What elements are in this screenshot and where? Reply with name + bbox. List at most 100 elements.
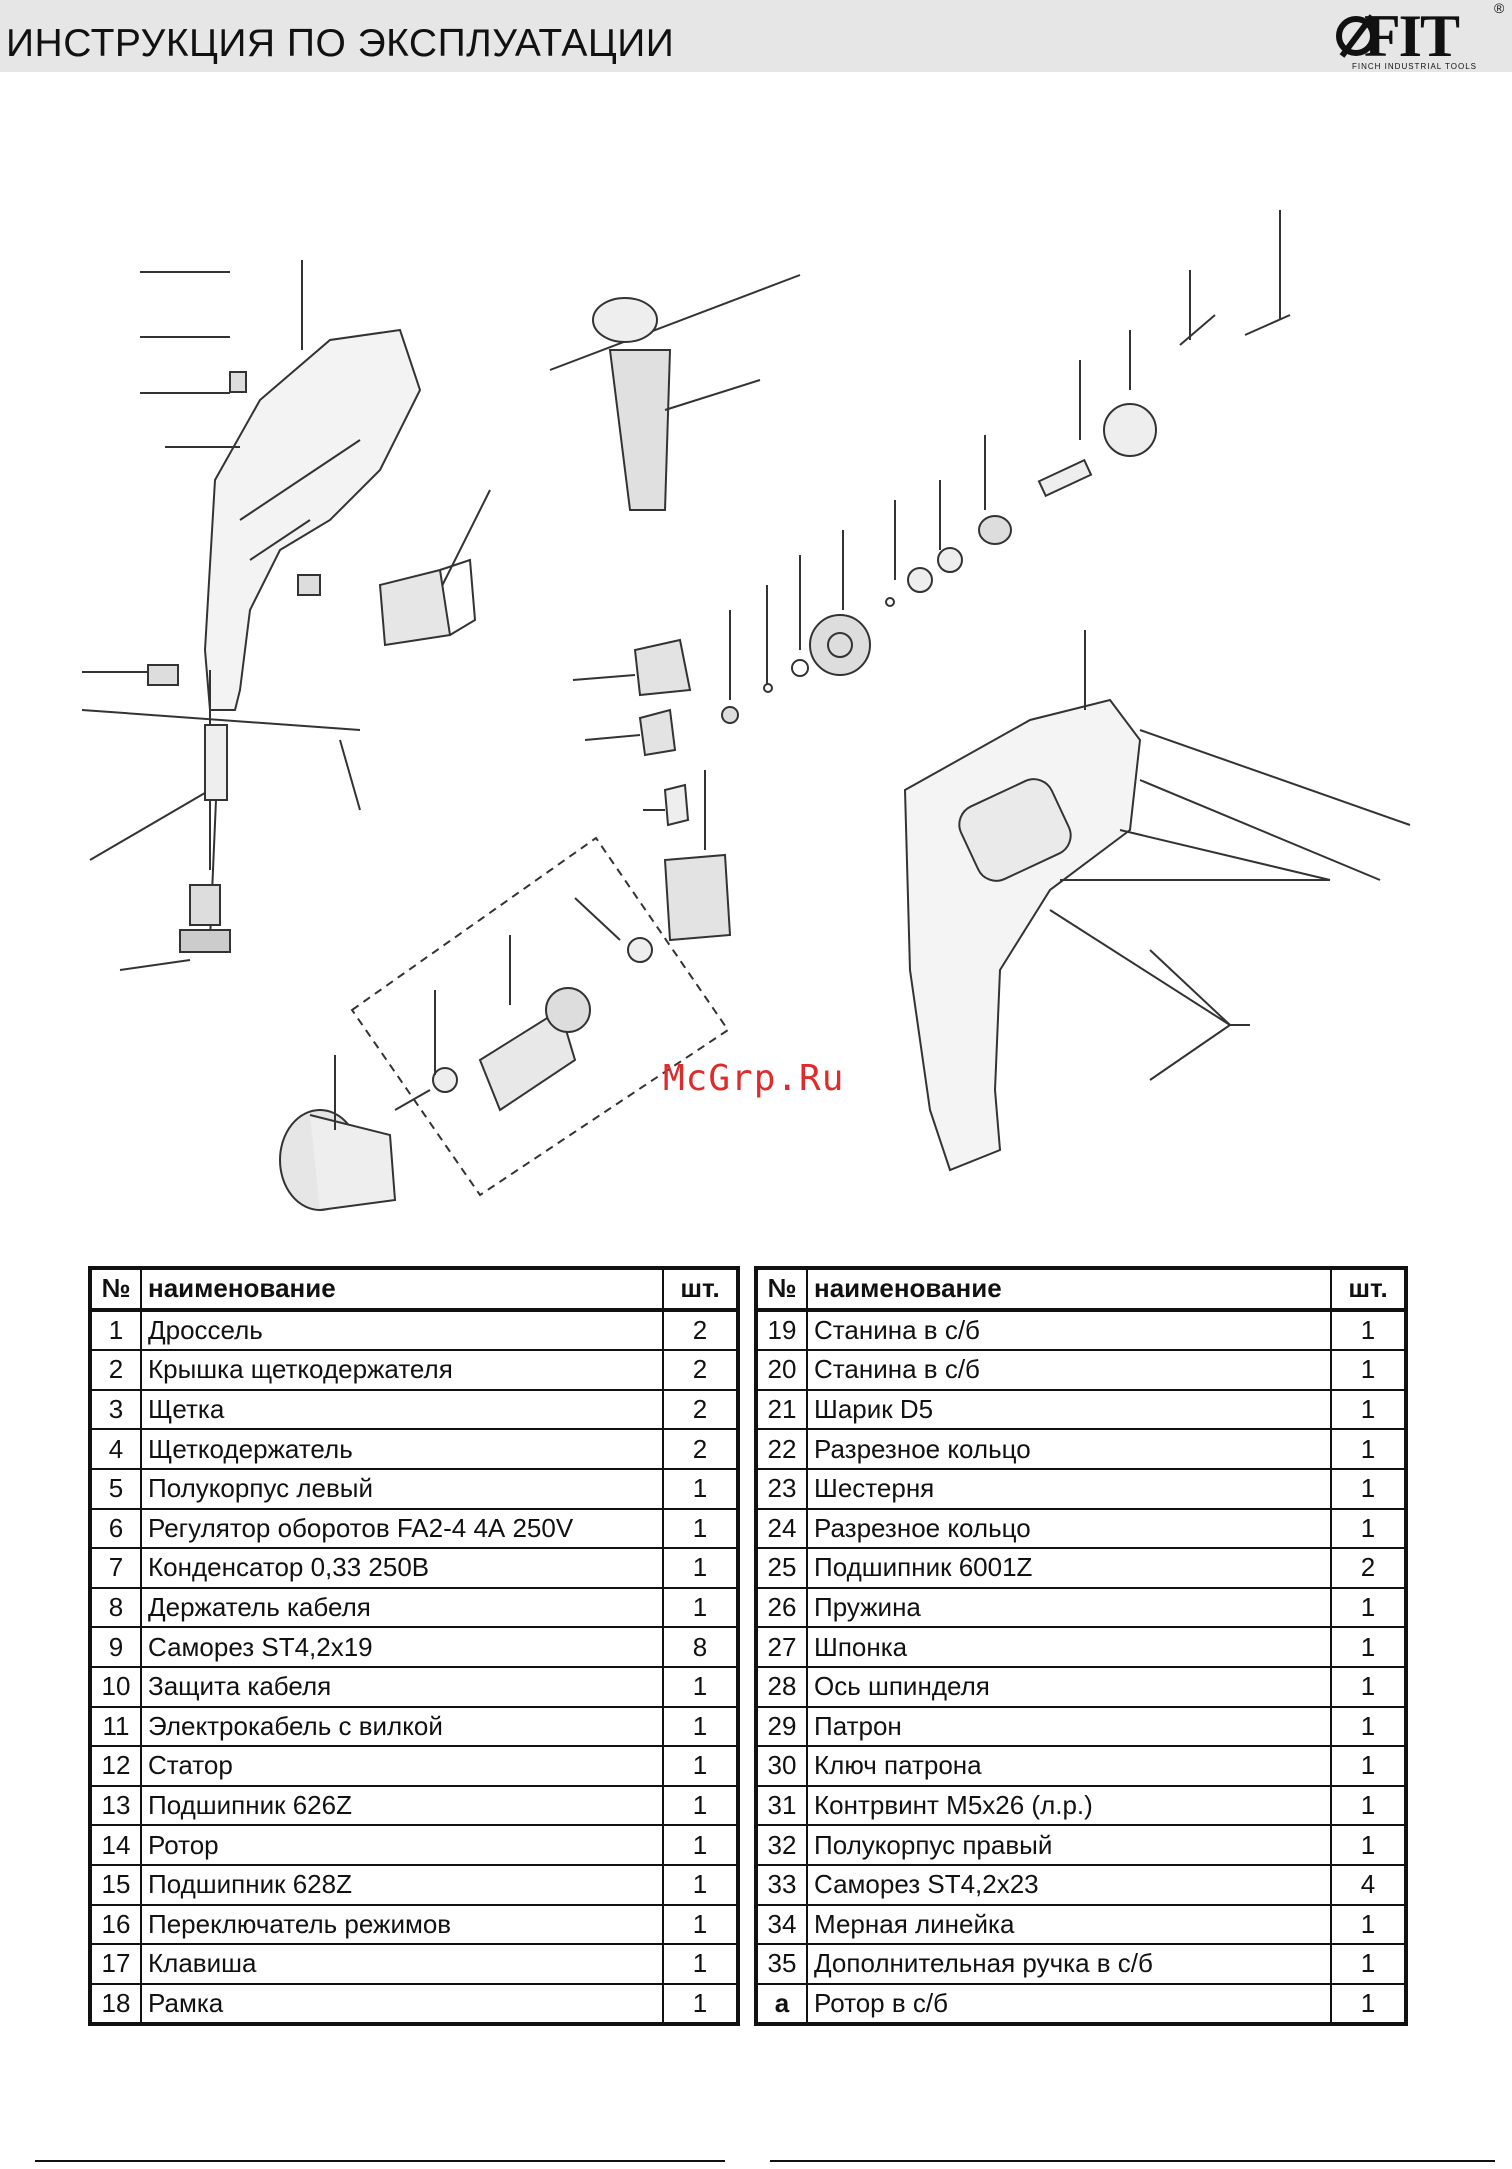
exploded-parts-diagram [81,210,1411,1211]
cell-name: Шарик D5 [806,1388,1332,1431]
cell-name: Разрезное кольцо [806,1507,1332,1550]
cell-num: 19 [755,1308,808,1352]
cell-name: Клавиша [140,1943,664,1985]
cell-name: Саморез ST4,2x23 [806,1863,1332,1906]
cell-name: Крышка щеткодержателя [140,1349,664,1391]
cell-num: 21 [755,1388,808,1431]
cell-name: Полукорпус левый [140,1467,664,1510]
logo-brand: FIT [1364,3,1460,69]
cell-name: Регулятор оборотов FA2-4 4А 250V [140,1507,664,1550]
cell-qty: 1 [1330,1824,1407,1866]
logo-registered: ® [1494,0,1505,16]
cell-name: Подшипник 6001Z [806,1547,1332,1589]
cell-qty: 2 [662,1388,739,1431]
cell-name: Разрезное кольцо [806,1428,1332,1470]
right-housing-drawing [903,698,1142,1172]
fit-logo: FIT ® FINCH INDUSTRIAL TOOLS [1336,0,1506,72]
cell-qty: 1 [1330,1428,1407,1470]
cell-qty: 1 [1330,1705,1407,1748]
cell-num: 4 [89,1428,142,1470]
table-header-row: № наименование шт. [755,1267,1407,1312]
cell-qty: 1 [662,1467,739,1510]
logo-tagline: FINCH INDUSTRIAL TOOLS [1352,62,1477,71]
cell-num: 31 [755,1784,808,1827]
cell-num: 32 [755,1824,808,1866]
cell-qty: 1 [662,1784,739,1827]
cell-name: Шпонка [806,1626,1332,1668]
logo-mark-icon [1336,14,1376,58]
cell-num: 7 [89,1547,142,1589]
cell-qty: 1 [1330,1665,1407,1708]
cell-name: Пружина [806,1586,1332,1629]
cell-name: Подшипник 626Z [140,1784,664,1827]
cell-qty: 1 [662,1665,739,1708]
cell-num: 2 [89,1349,142,1391]
cell-name: Щетка [140,1388,664,1431]
cell-qty: 1 [1330,1349,1407,1391]
cell-num: 16 [89,1903,142,1946]
cell-num: 12 [89,1745,142,1787]
cell-qty: 1 [1330,1784,1407,1827]
cell-name: Контрвинт М5х26 (л.р.) [806,1784,1332,1827]
cell-qty: 1 [662,1705,739,1748]
page-header: ИНСТРУКЦИЯ ПО ЭКСПЛУАТАЦИИ FIT ® FINCH I… [0,0,1512,72]
cell-num: 11 [89,1705,142,1748]
cell-num: 17 [89,1943,142,1985]
cell-name: Дроссель [140,1308,664,1352]
cell-name: Ротор [140,1824,664,1866]
cell-num: 10 [89,1665,142,1708]
cell-qty: 8 [662,1626,739,1668]
cell-num: 20 [755,1349,808,1391]
cell-name: Подшипник 628Z [140,1863,664,1906]
column-header-qty: шт. [662,1267,739,1312]
cell-qty: 1 [662,1507,739,1550]
cell-num: 33 [755,1863,808,1906]
table-header-row: № наименование шт. [89,1267,739,1312]
cell-num: 29 [755,1705,808,1748]
cell-name: Дополнительная ручка в с/б [806,1943,1332,1985]
cell-num: 8 [89,1586,142,1629]
cell-num: 26 [755,1586,808,1629]
cell-name: Саморез ST4,2x19 [140,1626,664,1668]
cell-qty: 1 [1330,1982,1407,2026]
cell-qty: 1 [1330,1626,1407,1668]
cell-name: Ротор в с/б [806,1982,1332,2026]
cell-qty: 1 [662,1586,739,1629]
cell-num: 15 [89,1863,142,1906]
cell-num: 5 [89,1467,142,1510]
cell-name: Электрокабель с вилкой [140,1705,664,1748]
cell-num: 18 [89,1982,142,2026]
column-header-num: № [755,1267,808,1312]
cell-qty: 1 [662,1824,739,1866]
cell-num: 35 [755,1943,808,1985]
cell-name: Станина в с/б [806,1308,1332,1352]
column-header-num: № [89,1267,142,1312]
cell-num: 6 [89,1507,142,1550]
cell-qty: 1 [662,1745,739,1787]
cell-name: Полукорпус правый [806,1824,1332,1866]
cell-name: Шестерня [806,1467,1332,1510]
cell-qty: 1 [662,1863,739,1906]
watermark: McGrp.Ru [663,1058,845,1099]
cell-qty: 1 [1330,1745,1407,1787]
